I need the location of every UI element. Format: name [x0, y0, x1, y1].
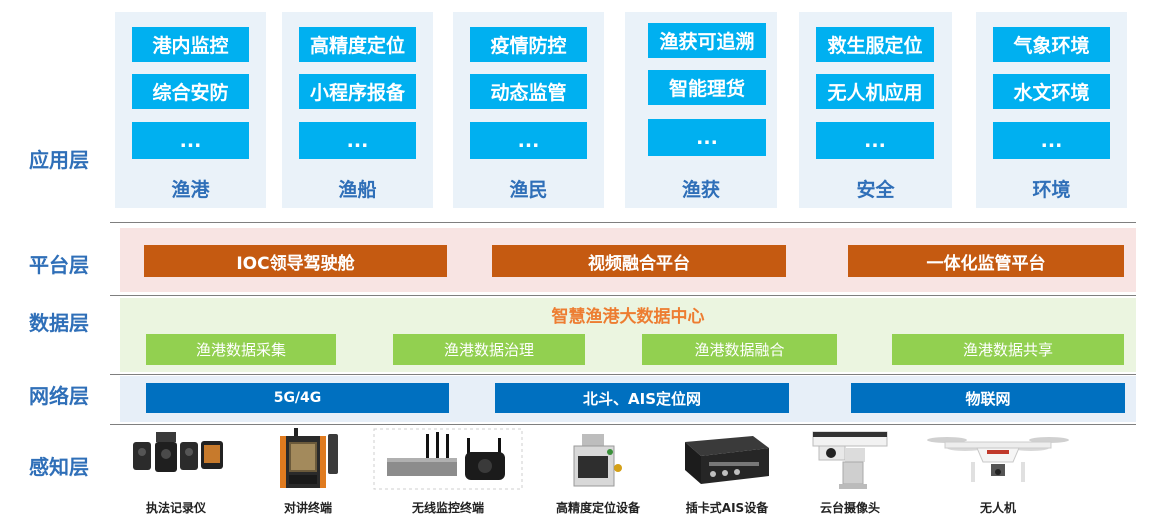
app-column-safety: 救生服定位 无人机应用 ... 安全: [799, 12, 952, 208]
body-camera-icon: [128, 428, 224, 490]
device-label: 云台摄像头: [819, 501, 880, 515]
app-item-more[interactable]: ...: [816, 122, 934, 159]
walkie-talkie-icon: [276, 428, 340, 490]
app-item-more[interactable]: ...: [648, 119, 766, 156]
drone-icon: [925, 428, 1071, 490]
app-item[interactable]: 小程序报备: [299, 74, 416, 109]
app-column-label: 渔船: [338, 179, 377, 201]
wireless-monitor-icon: [373, 428, 523, 490]
device-label: 插卡式AIS设备: [685, 501, 769, 515]
platform-video-fusion[interactable]: 视频融合平台: [492, 245, 786, 277]
app-column-fishermen: 疫情防控 动态监管 ... 渔民: [453, 12, 604, 208]
data-fusion[interactable]: 渔港数据融合: [642, 334, 837, 365]
layer-divider: [110, 222, 1136, 223]
app-item-more[interactable]: ...: [993, 122, 1110, 159]
app-column-label: 渔港: [171, 179, 210, 201]
app-column-label: 安全: [856, 179, 895, 201]
app-item[interactable]: 水文环境: [993, 74, 1110, 109]
layer-label-platform: 平台层: [29, 253, 89, 277]
data-collection[interactable]: 渔港数据采集: [146, 334, 336, 365]
data-governance[interactable]: 渔港数据治理: [393, 334, 585, 365]
platform-ioc-cockpit[interactable]: IOC领导驾驶舱: [144, 245, 447, 277]
app-item[interactable]: 渔获可追溯: [648, 23, 766, 58]
app-item[interactable]: 综合安防: [132, 74, 249, 109]
app-item[interactable]: 无人机应用: [816, 74, 934, 109]
layer-label-network: 网络层: [29, 384, 89, 408]
layer-label-data: 数据层: [29, 311, 89, 335]
data-center-title: 智慧渔港大数据中心: [551, 307, 705, 327]
layer-divider: [110, 295, 1136, 296]
app-column-vessel: 高精度定位 小程序报备 ... 渔船: [282, 12, 433, 208]
app-item[interactable]: 高精度定位: [299, 27, 416, 62]
network-5g-4g[interactable]: 5G/4G: [146, 383, 449, 413]
ptz-camera-icon: [809, 428, 891, 490]
app-item[interactable]: 气象环境: [993, 27, 1110, 62]
app-item[interactable]: 智能理货: [648, 70, 766, 105]
device-label: 无线监控终端: [411, 501, 484, 515]
app-item-more[interactable]: ...: [132, 122, 249, 159]
app-item[interactable]: 港内监控: [132, 27, 249, 62]
app-column-catch: 渔获可追溯 智能理货 ... 渔获: [625, 12, 777, 208]
network-beidou-ais[interactable]: 北斗、AIS定位网: [495, 383, 789, 413]
data-sharing[interactable]: 渔港数据共享: [892, 334, 1124, 365]
platform-integrated-supervision[interactable]: 一体化监管平台: [848, 245, 1124, 277]
app-column-environment: 气象环境 水文环境 ... 环境: [976, 12, 1127, 208]
device-label: 对讲终端: [283, 501, 332, 515]
network-iot[interactable]: 物联网: [851, 383, 1125, 413]
app-column-label: 渔获: [681, 179, 720, 201]
device-label: 执法记录仪: [145, 501, 206, 515]
app-column-label: 环境: [1032, 179, 1071, 201]
layer-divider: [110, 424, 1136, 425]
device-label: 高精度定位设备: [555, 501, 640, 515]
app-item-more[interactable]: ...: [299, 122, 416, 159]
app-item[interactable]: 救生服定位: [816, 27, 934, 62]
app-column-label: 渔民: [509, 179, 548, 201]
app-column-port: 港内监控 综合安防 ... 渔港: [115, 12, 266, 208]
app-item-more[interactable]: ...: [470, 122, 587, 159]
app-item[interactable]: 动态监管: [470, 74, 587, 109]
layer-label-application: 应用层: [29, 148, 89, 172]
ais-device-icon: [679, 428, 775, 490]
gps-device-icon: [570, 428, 626, 490]
layer-label-perception: 感知层: [29, 455, 89, 479]
layer-divider: [110, 374, 1136, 375]
device-label: 无人机: [979, 501, 1016, 515]
app-item[interactable]: 疫情防控: [470, 27, 587, 62]
